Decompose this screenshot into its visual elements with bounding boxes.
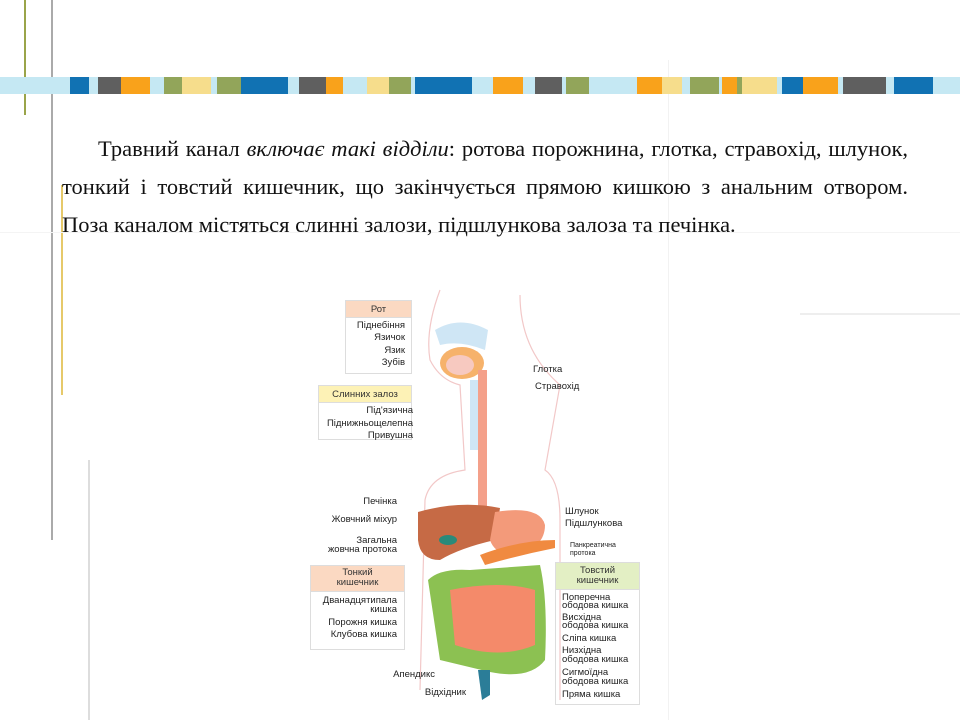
label: Пряма кишка	[562, 689, 621, 700]
decor-line	[0, 232, 960, 233]
label: Висхідна	[562, 612, 602, 623]
text-italic: включає такі відділи	[246, 136, 449, 161]
stripe-block	[493, 77, 523, 94]
stripe-block	[722, 77, 737, 94]
pancreas	[480, 540, 555, 565]
stripe-block	[782, 77, 803, 94]
label: Піднижньощелепна	[326, 418, 413, 429]
label: Привушна	[367, 430, 413, 441]
label: Під'язична	[366, 405, 413, 416]
label: Піднебіння	[356, 320, 405, 331]
large-intestine-title: Товстий	[580, 565, 615, 576]
label: Низхідна	[562, 645, 602, 656]
stripe-block	[164, 77, 182, 94]
text-part: : ротова порожнина, глотка, стравохід, ш…	[62, 136, 908, 237]
decor-line	[51, 0, 53, 540]
mouth-box-header	[345, 300, 412, 318]
stripe-block	[299, 77, 326, 94]
small-intestine-header	[310, 565, 405, 592]
label: ободова кишка	[562, 654, 629, 665]
label: кишка	[370, 604, 397, 615]
large-intestine-header	[555, 562, 640, 590]
stripe-block	[742, 77, 777, 94]
small-intestine-title: Тонкий	[342, 567, 373, 578]
label: протока	[570, 550, 596, 557]
label: Поперечна	[562, 592, 611, 603]
stripe-block	[326, 77, 343, 94]
label: Дванадцятипала	[322, 595, 397, 606]
label: ободова кишка	[562, 676, 629, 687]
stripe-block	[241, 77, 288, 94]
label: Язик	[384, 345, 405, 356]
decor-line	[24, 0, 26, 115]
decor-line	[668, 60, 669, 720]
trachea	[470, 380, 478, 450]
stripe-block	[415, 77, 472, 94]
stripe-block	[367, 77, 389, 94]
label: Загальна	[356, 535, 397, 546]
small-intestine-title: кишечник	[336, 577, 379, 588]
liver	[418, 504, 500, 560]
stripe-block	[737, 77, 742, 94]
stripe-block	[182, 77, 211, 94]
label: Стравохід	[535, 381, 580, 392]
body-outline	[419, 289, 561, 700]
stripe-block	[662, 77, 682, 94]
decor-line	[61, 185, 63, 395]
stripe-block	[843, 77, 886, 94]
label: Порожня кишка	[328, 617, 397, 628]
mouth-title: Рот	[370, 304, 387, 315]
gallbladder	[439, 535, 457, 545]
small-intestine	[450, 585, 535, 653]
salivary-box-header	[318, 385, 412, 403]
stripe-block	[389, 77, 411, 94]
decor-line	[88, 460, 90, 720]
label: Підшлункова	[565, 518, 623, 529]
label: Сліпа кишка	[562, 633, 617, 644]
stripe-block	[803, 77, 838, 94]
rectum	[478, 670, 490, 700]
decor-line	[800, 313, 960, 315]
stripe-block	[121, 77, 150, 94]
stripe-block	[98, 77, 121, 94]
palate	[435, 322, 488, 350]
esophagus	[478, 370, 487, 510]
stripe-block	[690, 77, 719, 94]
salivary-title: Слинних залоз	[332, 389, 398, 400]
stripe-block	[894, 77, 933, 94]
label: Печінка	[363, 496, 397, 507]
label: Панкреатична	[570, 542, 616, 549]
stripe-block	[70, 77, 89, 94]
stripe-block	[535, 77, 562, 94]
label: Зубів	[381, 357, 405, 368]
label: ободова кишка	[562, 600, 629, 611]
tongue	[446, 355, 474, 375]
label: Відхідник	[424, 687, 466, 698]
label: Сигмоїдна	[562, 667, 609, 678]
label: Апендикс	[393, 669, 435, 680]
stripe-block	[217, 77, 241, 94]
body-paragraph: Травний канал включає такі відділи: рото…	[62, 130, 908, 244]
label: жовчна протока	[327, 544, 397, 555]
label: ободова кишка	[562, 620, 629, 631]
large-intestine-title: кишечник	[576, 575, 619, 586]
text-part: Травний канал	[98, 136, 247, 161]
label: Шлунок	[565, 506, 599, 517]
label: Глотка	[533, 364, 563, 375]
stripe-block	[637, 77, 662, 94]
label: Язичок	[374, 332, 405, 343]
label: Клубова кишка	[330, 629, 397, 640]
stripe-block	[566, 77, 589, 94]
label: Жовчний міхур	[331, 514, 397, 525]
